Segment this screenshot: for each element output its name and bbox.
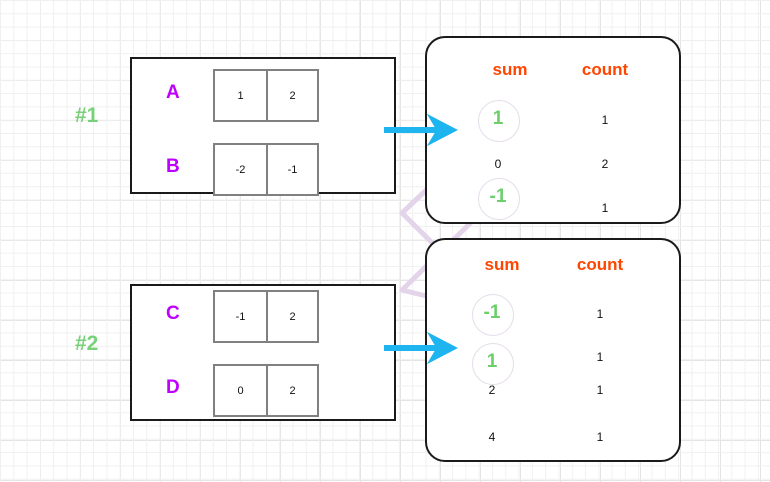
cell-d-1: 2: [266, 366, 317, 415]
table2-count-2: 1: [596, 383, 604, 397]
group-label-2: #2: [75, 332, 99, 355]
table1-header-sum: sum: [492, 60, 528, 79]
row-label-a: A: [166, 82, 180, 103]
row-label-c: C: [166, 303, 180, 324]
table2-sum-1: 1: [486, 351, 498, 372]
table2-sum-3: 4: [488, 430, 496, 444]
row-cells-d: 0 2: [213, 364, 319, 417]
row-label-b: B: [166, 156, 180, 177]
table2-sum-2: 2: [488, 383, 496, 397]
row-cells-c: -1 2: [213, 290, 319, 343]
cell-b-1: -1: [266, 145, 317, 194]
cell-b-0: -2: [235, 163, 246, 176]
table2-sum-circle-0: [472, 294, 514, 336]
table1-count-2: 1: [601, 201, 609, 215]
group-label-1: #1: [75, 104, 99, 127]
table2-sum-0: -1: [483, 302, 501, 323]
cell-a-0: 1: [237, 89, 244, 102]
cell-d-0: 0: [237, 384, 244, 397]
table1-sum-1: 0: [494, 157, 502, 171]
table1-header-count: count: [581, 60, 629, 79]
table2-header-sum: sum: [484, 255, 520, 274]
cell-a-1: 2: [266, 71, 317, 120]
row-cells-b: -2 -1: [213, 143, 319, 196]
table2-sum-circle-1: [472, 343, 514, 385]
table1-count-0: 1: [601, 113, 609, 127]
table1-sum-circle-2: [478, 178, 520, 220]
table1-sum-0: 1: [492, 108, 504, 129]
result-table-1: [425, 36, 681, 224]
row-label-d: D: [166, 377, 180, 398]
table2-count-1: 1: [596, 350, 604, 364]
table2-count-0: 1: [596, 307, 604, 321]
table2-header-count: count: [576, 255, 624, 274]
row-cells-a: 1 2: [213, 69, 319, 122]
table1-sum-circle-0: [478, 100, 520, 142]
table1-sum-2: -1: [489, 186, 507, 207]
cell-c-0: -1: [235, 310, 246, 323]
cell-c-1: 2: [266, 292, 317, 341]
table1-count-1: 2: [601, 157, 609, 171]
table2-count-3: 1: [596, 430, 604, 444]
